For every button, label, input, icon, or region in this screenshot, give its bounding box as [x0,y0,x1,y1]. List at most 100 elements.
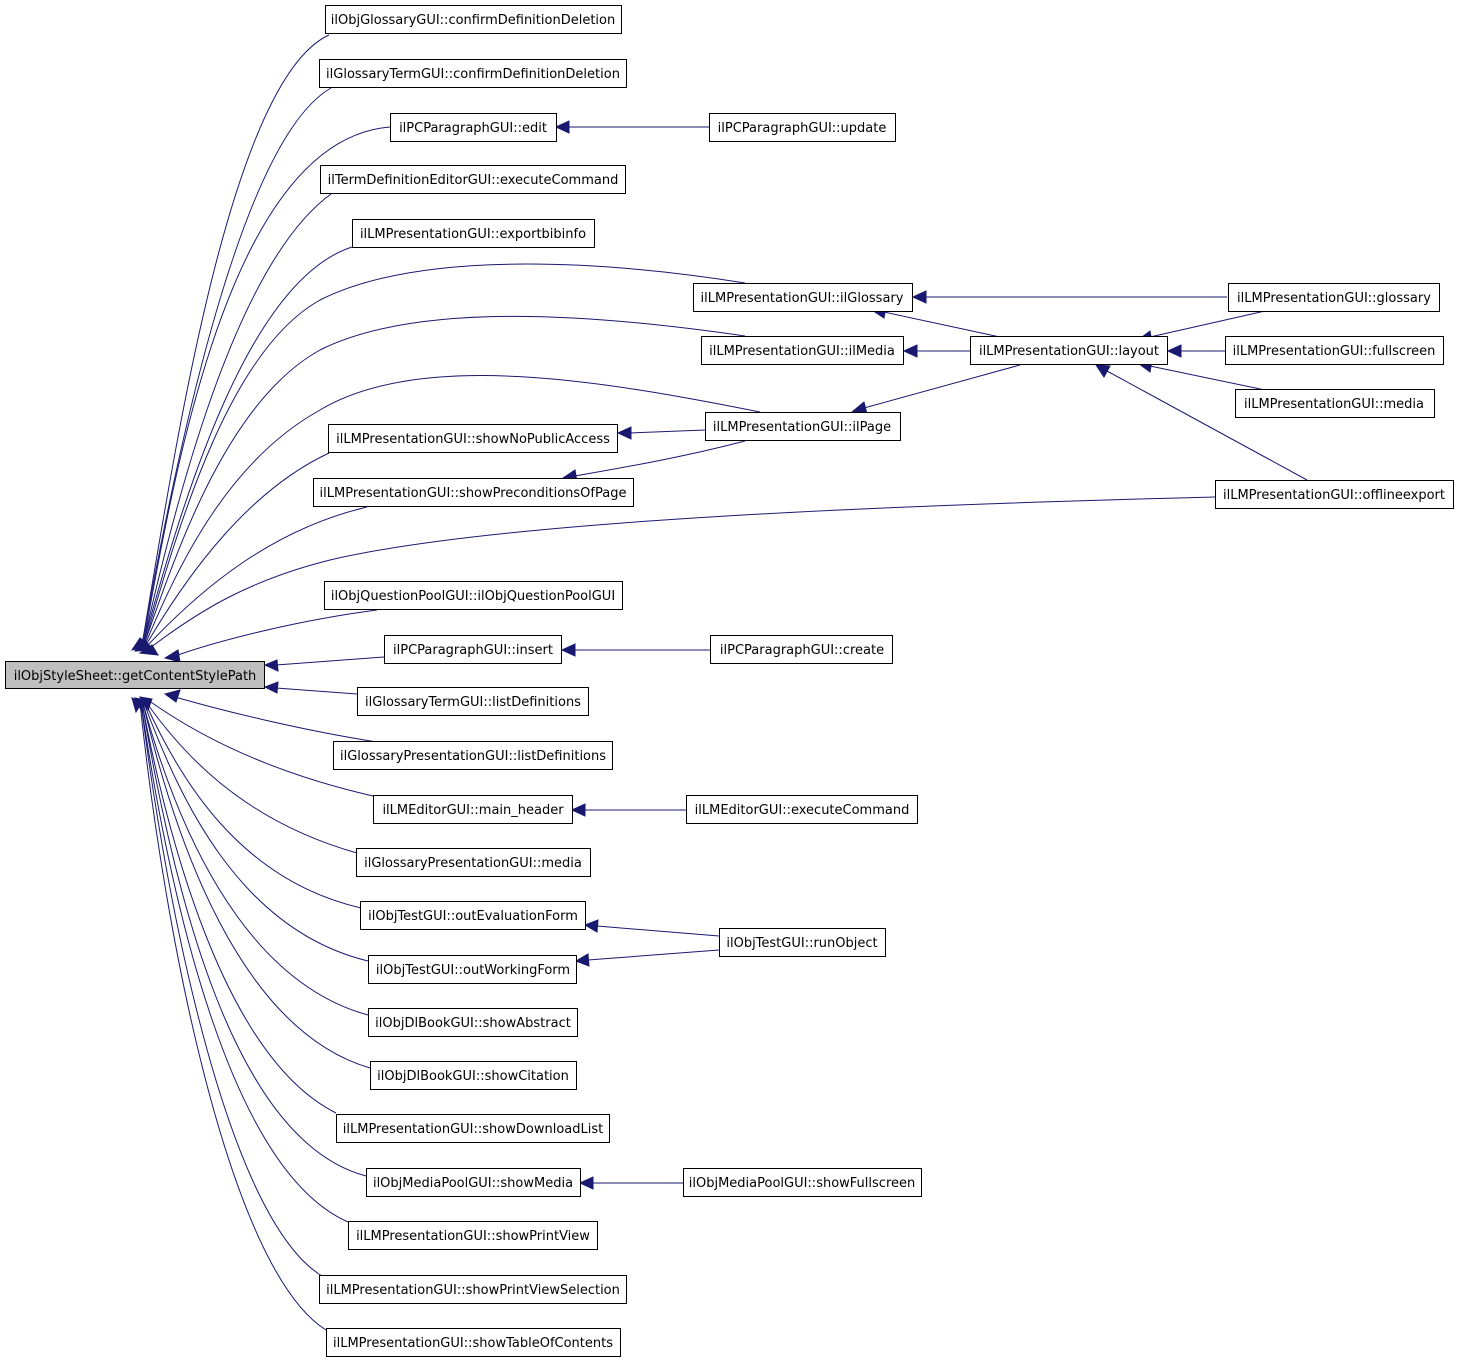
node-label: ilObjMediaPoolGUI::showMedia [373,1176,573,1191]
node-box [368,955,577,984]
node[interactable]: ilLMPresentationGUI::glossary [1228,283,1440,312]
node[interactable]: ilLMPresentationGUI::ilGlossary [693,283,913,312]
node[interactable]: ilPCParagraphGUI::edit [390,113,557,142]
node-label: ilLMPresentationGUI::showDownloadList [343,1122,603,1137]
node-box [368,1008,578,1037]
node[interactable]: ilLMPresentationGUI::showNoPublicAccess [328,424,618,453]
node[interactable]: ilObjTestGUI::outWorkingForm [368,955,577,984]
node-label: ilLMPresentationGUI::showPrintViewSelect… [326,1283,620,1298]
node-box [313,478,634,507]
arrowhead [263,659,279,672]
node[interactable]: ilLMPresentationGUI::showPrintView [348,1221,598,1250]
node-box [366,1168,581,1197]
node[interactable]: ilTermDefinitionEditorGUI::executeComman… [320,165,626,194]
node-label: ilPCParagraphGUI::insert [393,643,553,658]
node[interactable]: ilLMPresentationGUI::layout [970,336,1168,365]
edges [139,34,1308,1331]
node-label: ilLMPresentationGUI::showPreconditionsOf… [320,486,627,501]
arrowheads [130,120,1182,1190]
node-box [326,1328,621,1357]
arrowhead [163,689,181,703]
node-box [710,635,893,664]
arrowhead [131,697,143,714]
node-box [328,424,618,453]
node-label: ilLMPresentationGUI::offlineexport [1223,488,1445,503]
node[interactable]: ilGlossaryTermGUI::confirmDefinitionDele… [319,59,627,88]
edge-n9-n8 [629,429,706,434]
node-box [705,412,901,441]
edge-n22-n0 [141,702,337,1114]
node-box [686,795,918,824]
arrowhead [263,681,279,694]
arrowhead [911,290,927,304]
node-label: ilPCParagraphGUI::edit [399,121,547,136]
node-box [370,1061,577,1090]
arrowhead [138,644,159,656]
edge-n3-n0 [142,126,391,646]
node[interactable]: ilLMPresentationGUI::showDownloadList [336,1114,610,1143]
node[interactable]: ilObjDlBookGUI::showAbstract [368,1008,578,1037]
node-box [360,901,586,930]
edge-n9-n10 [574,440,746,477]
edge-n12-n0 [174,609,378,657]
node[interactable]: ilObjMediaPoolGUI::showMedia [366,1168,581,1197]
edge-n28-n9 [863,364,1021,409]
node[interactable]: ilObjDlBookGUI::showCitation [370,1061,577,1090]
node[interactable]: ilLMPresentationGUI::showPreconditionsOf… [313,478,634,507]
edge-n5-n0 [142,246,353,646]
edge-n11-n28 [1106,370,1308,481]
node[interactable]: ilGlossaryTermGUI::listDefinitions [357,687,589,716]
edge-n11-n0 [149,496,1216,649]
arrowhead [1095,364,1111,378]
node[interactable]: ilLMPresentationGUI::showPrintViewSelect… [319,1275,627,1304]
node[interactable]: ilLMPresentationGUI::showTableOfContents [326,1328,621,1357]
arrowhead [554,120,570,134]
node-box [683,1168,922,1197]
edge-n2-n0 [141,87,332,646]
node-box [319,1275,627,1304]
node-label: ilLMPresentationGUI::layout [979,344,1159,359]
node[interactable]: ilObjQuestionPoolGUI::ilObjQuestionPoolG… [324,581,623,610]
node-label: ilObjQuestionPoolGUI::ilObjQuestionPoolG… [331,589,615,604]
edge-n14-n0 [275,687,358,695]
node[interactable]: ilGlossaryPresentationGUI::listDefinitio… [333,741,613,770]
node[interactable]: ilObjTestGUI::outEvaluationForm [360,901,586,930]
node-label: ilLMPresentationGUI::ilMedia [709,344,895,359]
node[interactable]: ilGlossaryPresentationGUI::media [356,848,591,877]
node[interactable]: ilPCParagraphGUI::create [710,635,893,664]
node-label: ilObjTestGUI::runObject [726,936,877,951]
node-box [1215,480,1454,509]
node-box [357,687,589,716]
node[interactable]: ilLMPresentationGUI::fullscreen [1225,336,1444,365]
node-label: ilPCParagraphGUI::update [718,121,887,136]
edge-n6-n0 [143,263,746,646]
node-box [336,1114,610,1143]
node[interactable]: ilLMEditorGUI::main_header [373,795,573,824]
edge-n28-n6 [883,311,1001,338]
edge-n15-n0 [174,696,378,743]
node-root[interactable]: ilObjStyleSheet::getContentStylePath [5,661,265,689]
node[interactable]: ilObjTestGUI::runObject [719,928,886,957]
node[interactable]: ilLMPresentationGUI::offlineexport [1215,480,1454,509]
node[interactable]: ilLMPresentationGUI::ilPage [705,412,901,441]
node[interactable]: ilObjMediaPoolGUI::showFullscreen [683,1168,922,1197]
node-box [1228,283,1440,312]
node[interactable]: ilLMPresentationGUI::ilMedia [701,336,904,365]
node[interactable]: ilLMPresentationGUI::media [1235,389,1435,418]
node-box [5,661,265,689]
node-label: ilGlossaryTermGUI::listDefinitions [365,695,581,710]
edge-n7-n0 [143,315,746,646]
node[interactable]: ilLMEditorGUI::executeCommand [686,795,918,824]
edge-n17-n0 [145,701,358,854]
node-box [693,283,913,312]
node[interactable]: ilLMPresentationGUI::exportbibinfo [352,219,595,248]
node[interactable]: ilObjGlossaryGUI::confirmDefinitionDelet… [325,5,622,34]
edge-n29-n28 [1149,310,1266,338]
node[interactable]: ilPCParagraphGUI::update [709,113,896,142]
node-box [352,219,595,248]
edge-n4-n0 [142,193,332,646]
node-label: ilObjTestGUI::outWorkingForm [376,963,570,978]
edge-n25-n0 [140,702,323,1277]
node[interactable]: ilPCParagraphGUI::insert [384,635,562,664]
